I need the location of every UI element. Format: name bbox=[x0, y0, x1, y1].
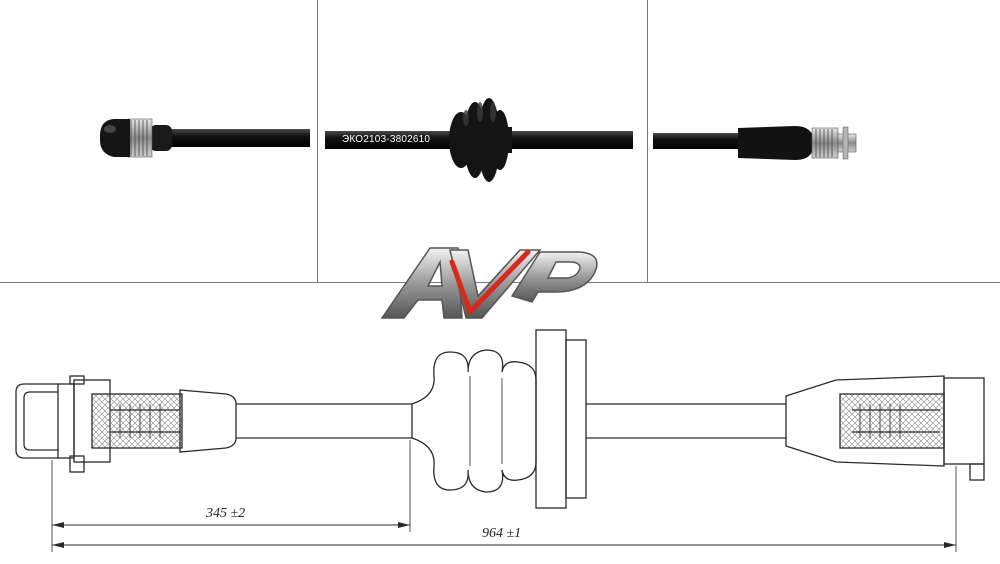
dimension-total-label: 964 ±1 bbox=[482, 526, 522, 541]
technical-drawing bbox=[15, 329, 985, 552]
photo-cable-right-end bbox=[653, 126, 857, 160]
product-code-label: ЭКО2103-3802610 bbox=[342, 134, 431, 145]
avp-logo bbox=[380, 247, 598, 319]
dimension-short-label: 345 ±2 bbox=[206, 506, 246, 521]
photo-divider-left bbox=[317, 0, 318, 282]
photo-cable-left-end bbox=[100, 118, 310, 158]
photo-cable-middle bbox=[325, 98, 633, 182]
photo-divider-right bbox=[647, 0, 648, 282]
